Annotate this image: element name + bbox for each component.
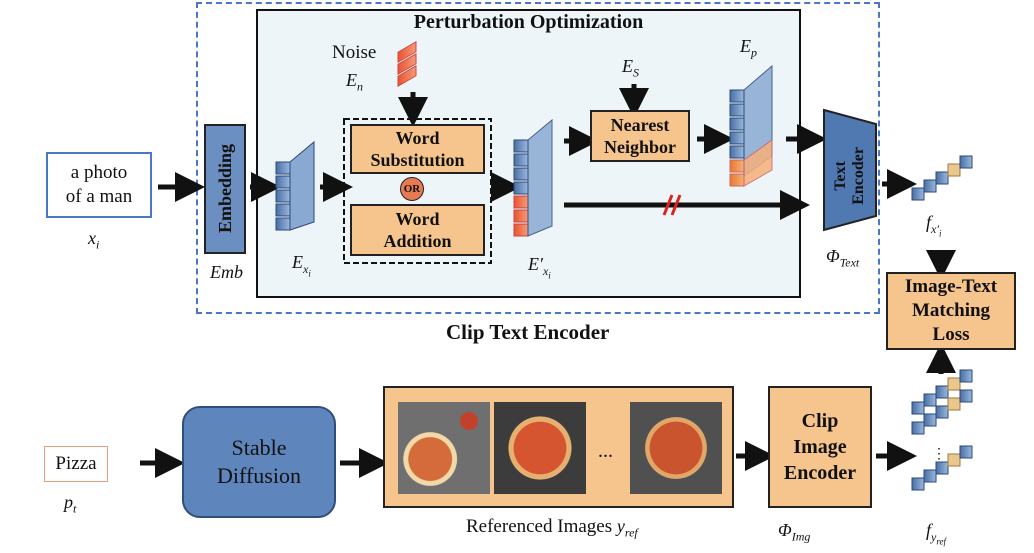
word-ops-dashed-box [343,118,492,264]
clip-text-encoder-region [196,2,880,314]
svg-text:⋮: ⋮ [932,447,946,462]
word-addition-line1: Word [395,209,440,229]
word-substitution-box: Word Substitution [350,124,485,174]
cut-mark [662,194,682,216]
text-encoder-label: Text Encoder [826,124,874,228]
prompt-text: Pizza [55,453,97,474]
prompt-box: Pizza [44,446,108,482]
ep-symbol: Ep [740,36,757,60]
noise-label: Noise [332,42,377,63]
perturbation-optimization-title: Perturbation Optimization [413,11,644,33]
word-substitution-line1: Word [395,128,440,148]
matching-loss-line2: Matching [911,300,991,321]
ex-i-prime-symbol: E′xi [528,254,551,280]
nearest-neighbor-box: Nearest Neighbor [590,110,690,162]
images-ellipsis: ... [598,440,613,462]
clip-image-encoder-box: Clip Image Encoder [768,386,872,508]
word-addition-line2: Addition [383,231,452,251]
nearest-neighbor-line2: Neighbor [604,137,676,157]
f-x-prime-cubes [911,155,973,201]
stable-diffusion-line2: Diffusion [217,463,301,488]
x-i-symbol: xi [88,228,100,252]
text-encoder-line1: Text [832,161,849,191]
input-text-line1: a photo [70,162,128,183]
input-text-line2: of a man [65,186,133,207]
nearest-neighbor-line1: Nearest [610,115,670,135]
clip-image-encoder-line1: Clip [801,410,839,432]
referenced-images-label: Referenced Images [466,516,613,537]
stable-diffusion-box: Stable Diffusion [182,406,336,518]
p-t-symbol: pt [64,492,77,516]
pizza-image-2 [494,402,586,494]
word-substitution-line2: Substitution [370,150,465,170]
phi-img-symbol: ΦImg [778,520,811,544]
ep-cubes [729,64,773,187]
embedding-label: Embedding [214,144,235,234]
ex-i-prime-cubes [513,118,553,237]
noise-cubes [397,41,417,88]
clip-image-encoder-line2: Image [793,436,847,458]
es-symbol: ES [622,56,639,80]
matching-loss-box: Image-Text Matching Loss [886,272,1016,350]
phi-text-symbol: ΦText [826,246,860,270]
f-y-ref-cubes: ⋮ [911,369,973,491]
en-symbol: En [346,70,363,94]
stable-diffusion-line1: Stable [231,435,287,460]
pizza-image-1 [398,402,490,494]
embedding-block: Embedding [204,124,246,254]
referenced-images-caption: Referenced Images yref [466,516,638,541]
clip-image-encoder-line3: Encoder [783,462,857,484]
emb-symbol: Emb [210,262,243,282]
or-badge: OR [400,177,424,201]
text-encoder-line2: Encoder [850,147,867,205]
matching-loss-line3: Loss [932,324,970,345]
pizza-image-3 [630,402,722,494]
or-label: OR [403,183,421,195]
f-x-prime-symbol: fx′i [926,212,942,238]
ex-i-cubes [275,140,315,231]
matching-loss-line1: Image-Text [904,276,998,297]
text-encoder-shape [823,108,877,232]
ex-i-symbol: Exi [292,252,311,278]
word-addition-box: Word Addition [350,204,485,256]
input-text-box: a photo of a man [46,152,152,218]
y-ref-symbol: yref [616,516,638,540]
f-y-ref-symbol: fyref [926,520,947,546]
clip-text-encoder-label: Clip Text Encoder [446,320,610,344]
